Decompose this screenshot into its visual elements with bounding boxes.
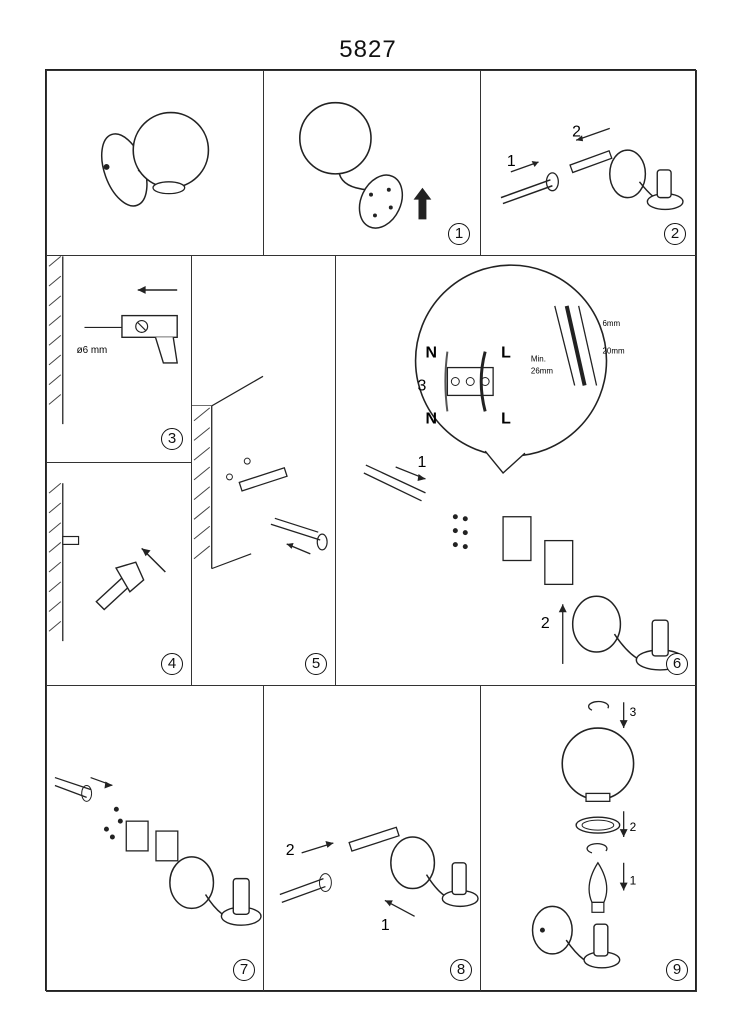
mount-bracket-illustration — [192, 375, 328, 570]
live-label-top: L — [501, 345, 511, 362]
step-number-6: 6 — [666, 653, 688, 675]
strip-26mm-label: 26mm — [531, 367, 553, 376]
arrow-label-1: 1 — [418, 454, 427, 471]
live-label-bottom: L — [501, 410, 511, 427]
step-number-8: 8 — [450, 959, 472, 981]
panel-step-1: 1 — [263, 70, 481, 256]
drill-hole-illustration: ø6 mm — [47, 256, 178, 425]
arrow-label-2: 2 — [572, 123, 581, 140]
arrow-label-2: 2 — [630, 820, 637, 834]
panel-step-5: 5 — [191, 255, 336, 686]
neutral-label-top: N — [426, 345, 438, 362]
model-number: 5827 — [339, 36, 397, 63]
wiring-step-label: 3 — [418, 377, 427, 394]
step-number-1: 1 — [448, 223, 470, 245]
step-number-2: 2 — [664, 223, 686, 245]
attach-fixture-illustration — [54, 776, 262, 926]
strip-min-label: Min. — [531, 355, 546, 364]
panel-step-4: 4 — [46, 462, 192, 686]
unscrew-bracket-illustration: 1 2 — [500, 123, 684, 211]
step-number-4: 4 — [161, 653, 183, 675]
strip-20mm-label: 20mm — [603, 347, 625, 356]
panel-step-3: ø6 mm 3 — [46, 255, 192, 463]
strip-6mm-label: 6mm — [603, 319, 621, 328]
step-number-5: 5 — [305, 653, 327, 675]
arrow-label-1: 1 — [381, 917, 390, 934]
arrow-label-1: 1 — [630, 874, 637, 888]
assembled-lamp-illustration — [100, 111, 210, 207]
install-bulb-and-globe-illustration: 3 2 1 — [531, 700, 637, 969]
step-number-3: 3 — [161, 428, 183, 450]
hammer-anchor-illustration — [47, 482, 166, 642]
step-number-9: 9 — [666, 959, 688, 981]
arrow-label-3: 3 — [630, 705, 637, 719]
panel-overview — [46, 70, 264, 256]
arrow-label-1: 1 — [507, 153, 516, 170]
panel-step-2: 1 2 2 — [480, 70, 697, 256]
remove-wall-plate-illustration — [298, 101, 432, 229]
panel-step-9: 3 2 1 9 — [480, 685, 697, 992]
drill-size-label: ø6 mm — [77, 345, 108, 356]
neutral-label-bottom: N — [426, 410, 438, 427]
panel-step-7: 7 — [46, 685, 264, 992]
step-number-7: 7 — [233, 959, 255, 981]
arrow-label-2: 2 — [286, 842, 295, 859]
panel-step-6: N N 3 L L Min. 26mm 6mm 20mm 1 — [335, 255, 697, 686]
fix-to-wall-illustration: 2 1 — [279, 826, 479, 934]
instruction-sheet: 1 1 2 2 — [45, 69, 697, 992]
wiring-illustration: N N 3 L L Min. 26mm 6mm 20mm 1 — [363, 264, 685, 671]
arrow-label-2: 2 — [541, 615, 550, 632]
panel-step-8: 2 1 8 — [263, 685, 481, 992]
